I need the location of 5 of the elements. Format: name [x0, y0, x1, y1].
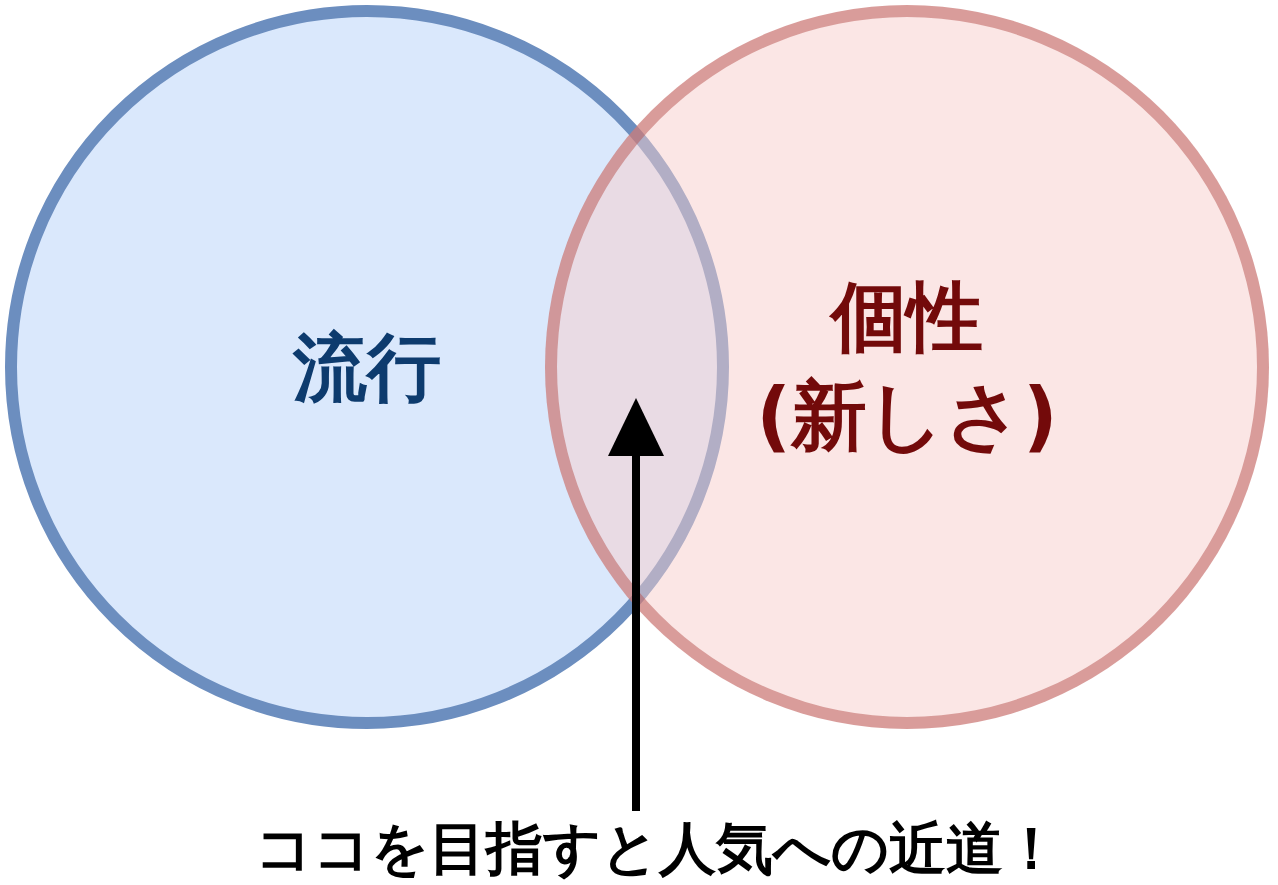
circle-label: 流行 [293, 322, 441, 412]
circle-label: 個性 [831, 271, 983, 364]
circle-label: (新しさ) [756, 370, 1058, 462]
callout-text: ココを目指すと人気への近道！ [254, 811, 1060, 885]
arrow [608, 398, 664, 811]
